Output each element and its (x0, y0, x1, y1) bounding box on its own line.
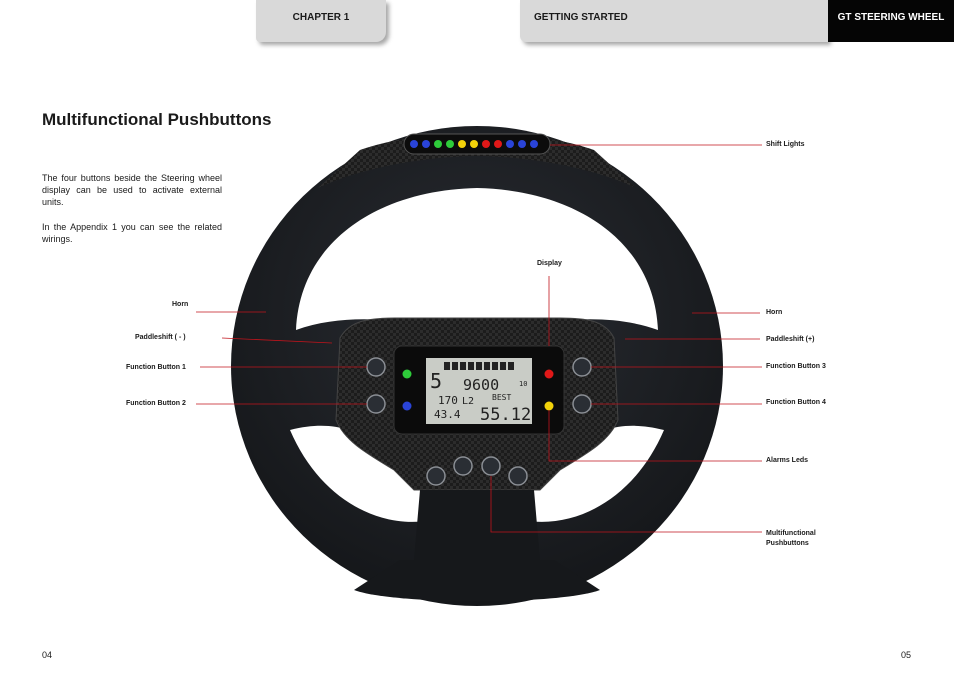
lcd-gear: 5 (430, 369, 442, 393)
led-red (544, 369, 554, 379)
function-button-2 (366, 394, 386, 414)
multi-button-3 (481, 456, 501, 476)
label-shift-lights: Shift Lights (766, 141, 805, 148)
label-horn-right: Horn (766, 309, 783, 316)
lcd-laptime: 55.12 (480, 405, 531, 425)
leader-paddle-minus (221, 337, 333, 344)
product-tab: GT STEERING WHEEL (828, 0, 954, 42)
page-title: Multifunctional Pushbuttons (42, 110, 272, 129)
lcd-ten: 10 (519, 380, 527, 388)
label-alarms-leds: Alarms Leds (766, 457, 809, 464)
led-blue (402, 401, 412, 411)
label-multifunctional-pushbuttons: Multifunctional Pushbuttons (766, 530, 816, 547)
leader-alarms (548, 410, 762, 462)
label-paddleshift-minus: Paddleshift ( - ) (135, 334, 186, 341)
label-display: Display (537, 260, 562, 267)
label-function-button-3: Function Button 3 (766, 363, 826, 370)
led-green (402, 369, 412, 379)
section-tab: GETTING STARTED (520, 0, 828, 42)
label-horn-left: Horn (172, 301, 189, 308)
lcd-best: BEST (492, 393, 511, 402)
upper-opening (296, 188, 658, 330)
chapter-tab: CHAPTER 1 (256, 0, 386, 42)
intro-paragraph-1: The four buttons beside the Steering whe… (42, 173, 222, 207)
intro-text: The four buttons beside the Steering whe… (42, 172, 222, 258)
function-button-3 (572, 357, 592, 377)
page-number-left: 04 (42, 650, 53, 660)
lower-left-opening (290, 425, 432, 522)
led-yellow (544, 401, 554, 411)
lcd-rpm: 9600 (463, 376, 499, 394)
page-number-right: 05 (901, 650, 912, 660)
shift-lights (410, 140, 538, 148)
multi-button-2 (453, 456, 473, 476)
lcd-rpm-bars (444, 362, 514, 370)
label-paddleshift-plus: Paddleshift (+) (766, 336, 815, 343)
intro-paragraph-2: In the Appendix 1 you can see the relate… (42, 222, 222, 244)
function-button-4 (572, 394, 592, 414)
multi-button-4 (508, 466, 528, 486)
label-function-button-4: Function Button 4 (766, 399, 826, 406)
label-function-button-1: Function Button 1 (126, 364, 186, 371)
lcd-lap: L2 (462, 396, 474, 407)
leader-multi (490, 476, 762, 533)
lcd-ect: 170 (438, 394, 458, 407)
multi-button-1 (426, 466, 446, 486)
lower-right-opening (522, 425, 664, 522)
label-function-button-2: Function Button 2 (126, 400, 186, 407)
function-button-1 (366, 357, 386, 377)
lcd-small: 43.4 (434, 408, 461, 421)
